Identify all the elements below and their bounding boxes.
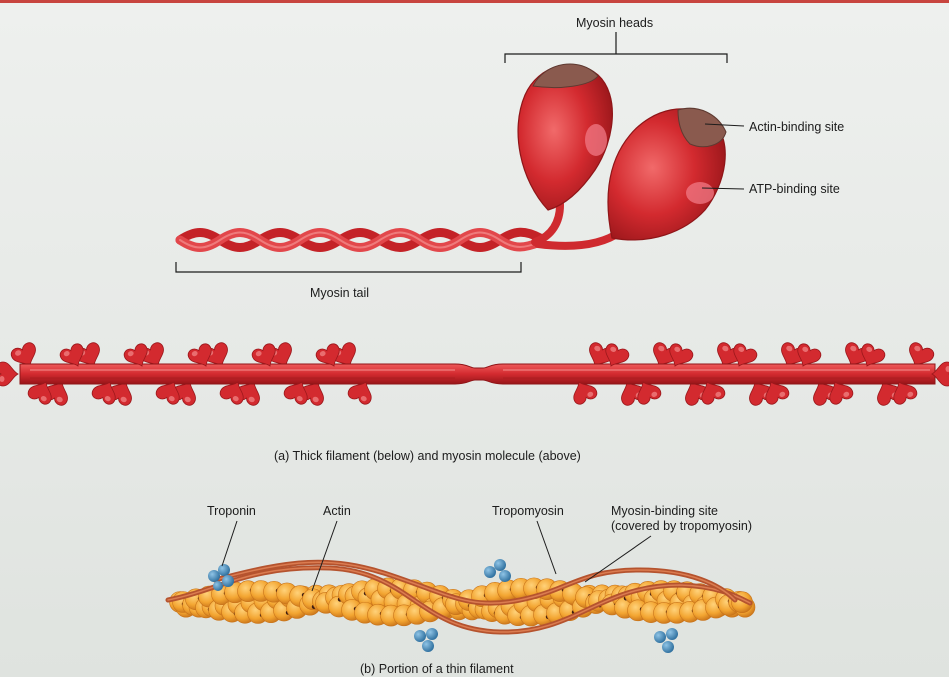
atp-binding-site-label: ATP-binding site (749, 182, 840, 196)
myosin-binding-site-label: Myosin-binding site (611, 504, 718, 518)
myosin-heads-label: Myosin heads (576, 16, 653, 30)
myosin-head-2 (608, 108, 726, 240)
troponin-complex-2 (484, 559, 511, 582)
caption-b: (b) Portion of a thin filament (360, 662, 514, 676)
troponin-complex-3 (414, 628, 438, 652)
actin-binding-site-label: Actin-binding site (749, 120, 844, 134)
myosin-heads-bracket (505, 32, 727, 63)
myosin-tail-coil (180, 232, 540, 247)
myosin-tail-bracket (176, 262, 521, 272)
actin-leader (312, 521, 337, 591)
troponin-complex-4 (654, 628, 678, 653)
myosin-head-1 (518, 64, 612, 210)
myosin-binding-site-leader (585, 536, 651, 582)
troponin-leader (222, 521, 237, 566)
thick-filament-head (0, 362, 18, 386)
thin-filament (168, 521, 755, 653)
actin-label: Actin (323, 504, 351, 518)
tropomyosin-leader (537, 521, 556, 574)
myosin-molecule (176, 32, 744, 272)
troponin-label: Troponin (207, 504, 256, 518)
myosin-tail-label: Myosin tail (310, 286, 369, 300)
caption-a: (a) Thick filament (below) and myosin mo… (274, 449, 581, 463)
myosin-binding-site-note: (covered by tropomyosin) (611, 519, 752, 533)
tropomyosin-label: Tropomyosin (492, 504, 564, 518)
thick-filament (0, 341, 949, 408)
